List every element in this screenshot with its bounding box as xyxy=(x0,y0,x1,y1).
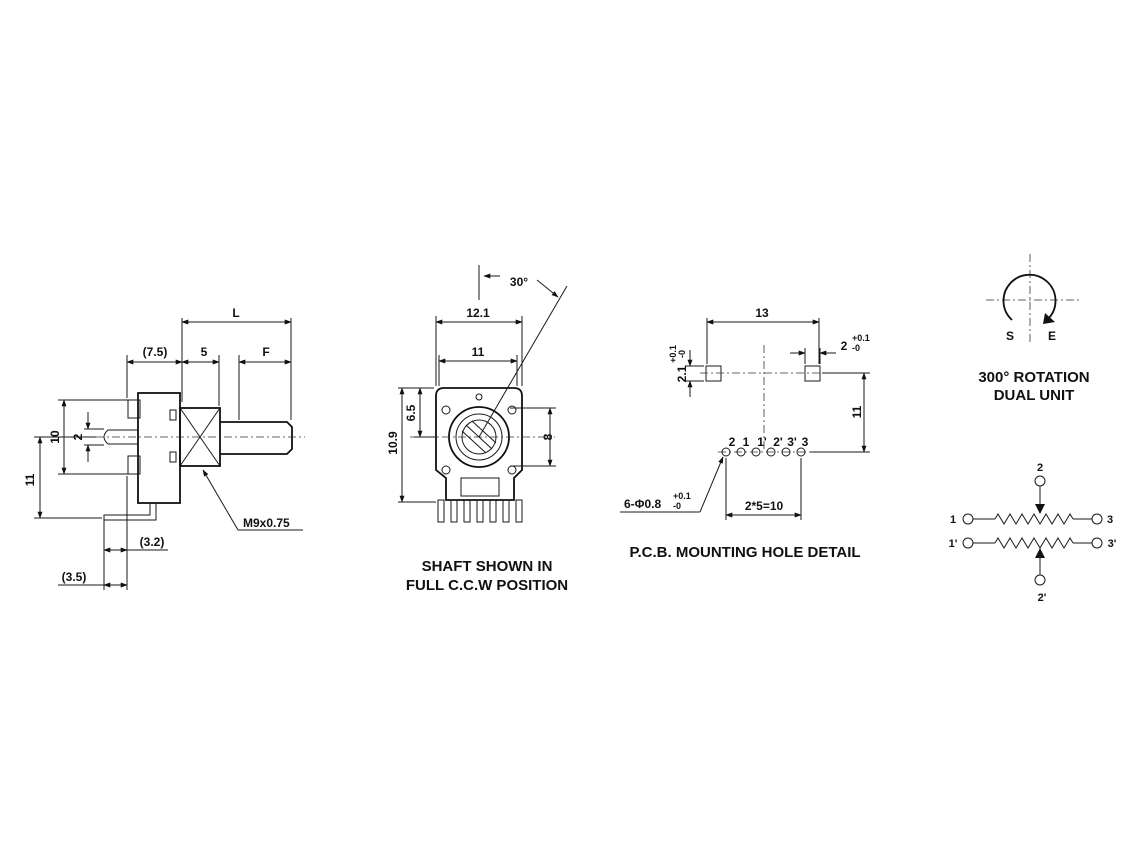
pcb-caption: P.C.B. MOUNTING HOLE DETAIL xyxy=(629,544,860,561)
front-base-block xyxy=(460,477,500,497)
pcb-hole xyxy=(796,447,806,457)
angle-30: 30° xyxy=(510,275,528,289)
rotation-end: E xyxy=(1048,329,1056,343)
schem-pin-3: 3 xyxy=(1107,514,1113,526)
pcb-slot-right xyxy=(804,365,821,382)
dim-7-5: (7.5) xyxy=(143,345,168,359)
pcb-hole xyxy=(766,447,776,457)
dim-3-5: (3.5) xyxy=(62,570,87,584)
dim-10-9: 10.9 xyxy=(386,431,400,455)
hole-spec: 6-Φ0.8 xyxy=(624,497,662,511)
schem-pin-1: 1 xyxy=(950,514,956,526)
tol-minus-c: -0 xyxy=(673,501,681,511)
angle-line xyxy=(478,285,568,438)
rotation-arc xyxy=(1002,273,1057,321)
schem-pin-3p: 3' xyxy=(1108,538,1117,550)
wiper-arrow-top xyxy=(1035,504,1045,514)
rotation-caption-1: 300° ROTATION xyxy=(978,369,1089,386)
tol-plus-b: +0.1 xyxy=(668,345,678,363)
pin-label: 2 xyxy=(729,435,736,449)
pin-label: 3 xyxy=(802,435,809,449)
pin-label: 1' xyxy=(757,435,767,449)
wiper-arrow-bottom xyxy=(1035,548,1045,558)
rotation-diagram: S E 300° ROTATION DUAL UNIT xyxy=(978,254,1090,404)
resistor-a xyxy=(994,513,1074,525)
front-caption-1: SHAFT SHOWN IN xyxy=(422,558,553,575)
terminal-circle xyxy=(1034,574,1046,586)
front-caption-2: FULL C.C.W POSITION xyxy=(406,577,568,594)
front-view: 30° 12.1 11 10.9 6.5 8 SHAFT SHOWN IN FU… xyxy=(386,265,568,594)
dim-13: 13 xyxy=(755,306,769,320)
terminal-circle xyxy=(1091,513,1103,525)
dim-2-pcb: 2 xyxy=(841,339,848,353)
pcb-hole xyxy=(781,447,791,457)
pitch: 2*5=10 xyxy=(745,499,784,513)
shaft xyxy=(220,421,293,455)
tol-plus-c: +0.1 xyxy=(673,491,691,501)
terminal-circle xyxy=(962,537,974,549)
terminal-circle xyxy=(1034,475,1046,487)
dim-12-1: 12.1 xyxy=(466,306,490,320)
terminal-circle xyxy=(1091,537,1103,549)
tol-minus-a: -0 xyxy=(852,343,860,353)
pin-label: 2' xyxy=(773,435,783,449)
tol-minus-b: -0 xyxy=(677,350,687,358)
mount-hole xyxy=(441,465,451,475)
dim-11-front: 11 xyxy=(472,345,485,359)
mount-hole xyxy=(507,405,517,415)
dim-11: 11 xyxy=(23,473,37,486)
pcb-slot-left xyxy=(705,365,722,382)
schem-pin-2: 2 xyxy=(1037,462,1043,474)
terminal-circle xyxy=(962,513,974,525)
pin-label: 1 xyxy=(743,435,750,449)
front-housing xyxy=(435,387,523,501)
schem-pin-2p: 2' xyxy=(1038,592,1047,604)
tol-plus-a: +0.1 xyxy=(852,333,870,343)
rotation-caption-2: DUAL UNIT xyxy=(994,387,1075,404)
front-terminals xyxy=(437,499,523,523)
dim-2-1: 2.1 xyxy=(675,365,689,382)
mount-hole xyxy=(441,405,451,415)
side-view: L (7.5) 5 F 10 2 11 (3.2) (3.5) xyxy=(23,306,305,590)
dim-L: L xyxy=(232,306,239,320)
dim-6-5: 6.5 xyxy=(404,404,418,421)
dim-F: F xyxy=(262,345,269,359)
pcb-detail: 13 2 +0.1 -0 2.1 +0.1 -0 11 2 xyxy=(620,306,870,561)
dim-8: 8 xyxy=(541,433,555,440)
dim-5: 5 xyxy=(201,345,208,359)
schem-pin-1p: 1' xyxy=(949,538,958,550)
thread-spec: M9x0.75 xyxy=(243,516,290,530)
pcb-hole xyxy=(721,447,731,457)
dim-11-pcb: 11 xyxy=(850,405,864,418)
pcb-hole xyxy=(751,447,761,457)
resistor-b xyxy=(994,537,1074,549)
rotation-start: S xyxy=(1006,329,1014,343)
pin-label: 3' xyxy=(787,435,797,449)
schematic: 2 1 3 1' 3' 2' xyxy=(949,462,1117,604)
side-terminal xyxy=(103,503,157,521)
mount-hole xyxy=(507,465,517,475)
pcb-hole xyxy=(736,447,746,457)
pcb-holes xyxy=(721,447,806,457)
dim-3-2: (3.2) xyxy=(140,535,165,549)
